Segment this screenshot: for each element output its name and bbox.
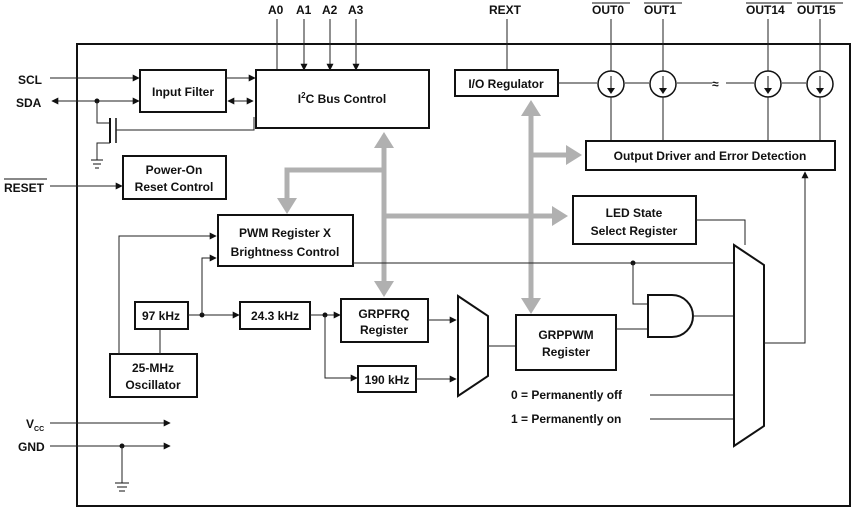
- current-sink-icon: [597, 70, 625, 98]
- output-pins: OUT0 OUT1 OUT14 OUT15: [592, 2, 843, 72]
- i2c-bus-control-label: I2C Bus Control: [298, 91, 386, 106]
- pin-out14-label: OUT14: [746, 3, 785, 17]
- pin-out15-label: OUT15: [797, 3, 836, 17]
- chip-outline: [76, 43, 851, 507]
- oscillator-block: 25-MHz Oscillator: [109, 353, 198, 398]
- pwm-register-block: PWM Register X Brightness Control: [217, 214, 354, 267]
- pin-out0-label: OUT0: [592, 3, 624, 17]
- power-on-label-1: Power-On: [146, 163, 203, 177]
- io-regulator-label: I/O Regulator: [468, 77, 544, 91]
- pin-out1-label: OUT1: [644, 3, 676, 17]
- pin-gnd-label: GND: [18, 440, 45, 454]
- oscillator-label-2: Oscillator: [125, 378, 181, 392]
- grppwm-label-2: Register: [542, 345, 590, 359]
- pin-a1-label: A1: [296, 3, 312, 17]
- pin-a0-label: A0: [268, 3, 284, 17]
- pin-a3-label: A3: [348, 3, 364, 17]
- clock-190khz-block: 190 kHz: [357, 365, 417, 393]
- input-filter-label: Input Filter: [152, 85, 214, 99]
- grppwm-register-block: GRPPWM Register: [515, 314, 617, 371]
- multiplexer-icon: [733, 243, 765, 448]
- grpfrq-label-1: GRPFRQ: [358, 307, 409, 321]
- current-sink-icon: [754, 70, 782, 98]
- grpfrq-label-2: Register: [360, 323, 408, 337]
- pwm-register-label-2: Brightness Control: [231, 245, 340, 259]
- pin-sda-label: SDA: [16, 96, 42, 110]
- and-gate-icon: [647, 294, 694, 338]
- break-symbol: ≈: [712, 77, 719, 91]
- clock-243khz-label: 24.3 kHz: [251, 309, 299, 323]
- input-filter-block: Input Filter: [139, 69, 227, 113]
- grppwm-label-1: GRPPWM: [538, 328, 593, 342]
- clock-243khz-block: 24.3 kHz: [239, 301, 311, 330]
- multiplexer-icon: [457, 294, 489, 398]
- pin-reset-label: RESET: [4, 181, 45, 195]
- clock-97khz-block: 97 kHz: [134, 301, 189, 330]
- pwm-register-label-1: PWM Register X: [239, 226, 331, 240]
- led-state-select-block: LED State Select Register: [572, 195, 697, 245]
- perm-off-label: 0 = Permanently off: [511, 388, 623, 402]
- current-sink-icon: [649, 70, 677, 98]
- current-sink-icon: [806, 70, 834, 98]
- clock-190khz-label: 190 kHz: [365, 373, 410, 387]
- internal-bus: [277, 100, 582, 314]
- clock-97khz-label: 97 kHz: [142, 309, 180, 323]
- ground-icon: [115, 482, 129, 492]
- pin-a2-label: A2: [322, 3, 338, 17]
- i2c-bus-control-block: I2C Bus Control: [255, 69, 430, 129]
- perm-on-label: 1 = Permanently on: [511, 412, 621, 426]
- address-pins: A0 A1 A2 A3: [268, 3, 364, 71]
- ground-icon: [91, 159, 103, 169]
- power-on-reset-block: Power-On Reset Control: [122, 155, 227, 200]
- output-driver-block: Output Driver and Error Detection: [585, 140, 836, 171]
- led-state-label-1: LED State: [606, 206, 663, 220]
- grpfrq-register-block: GRPFRQ Register: [340, 298, 429, 343]
- io-regulator-block: I/O Regulator: [454, 69, 559, 97]
- pin-vcc-label: VCC: [26, 417, 44, 433]
- pin-scl-label: SCL: [18, 73, 42, 87]
- power-on-label-2: Reset Control: [135, 180, 214, 194]
- output-driver-label: Output Driver and Error Detection: [614, 149, 807, 163]
- led-state-label-2: Select Register: [591, 224, 678, 238]
- oscillator-label-1: 25-MHz: [132, 361, 174, 375]
- sda-open-drain-transistor: [96, 101, 255, 160]
- pin-rext-label: REXT: [489, 3, 522, 17]
